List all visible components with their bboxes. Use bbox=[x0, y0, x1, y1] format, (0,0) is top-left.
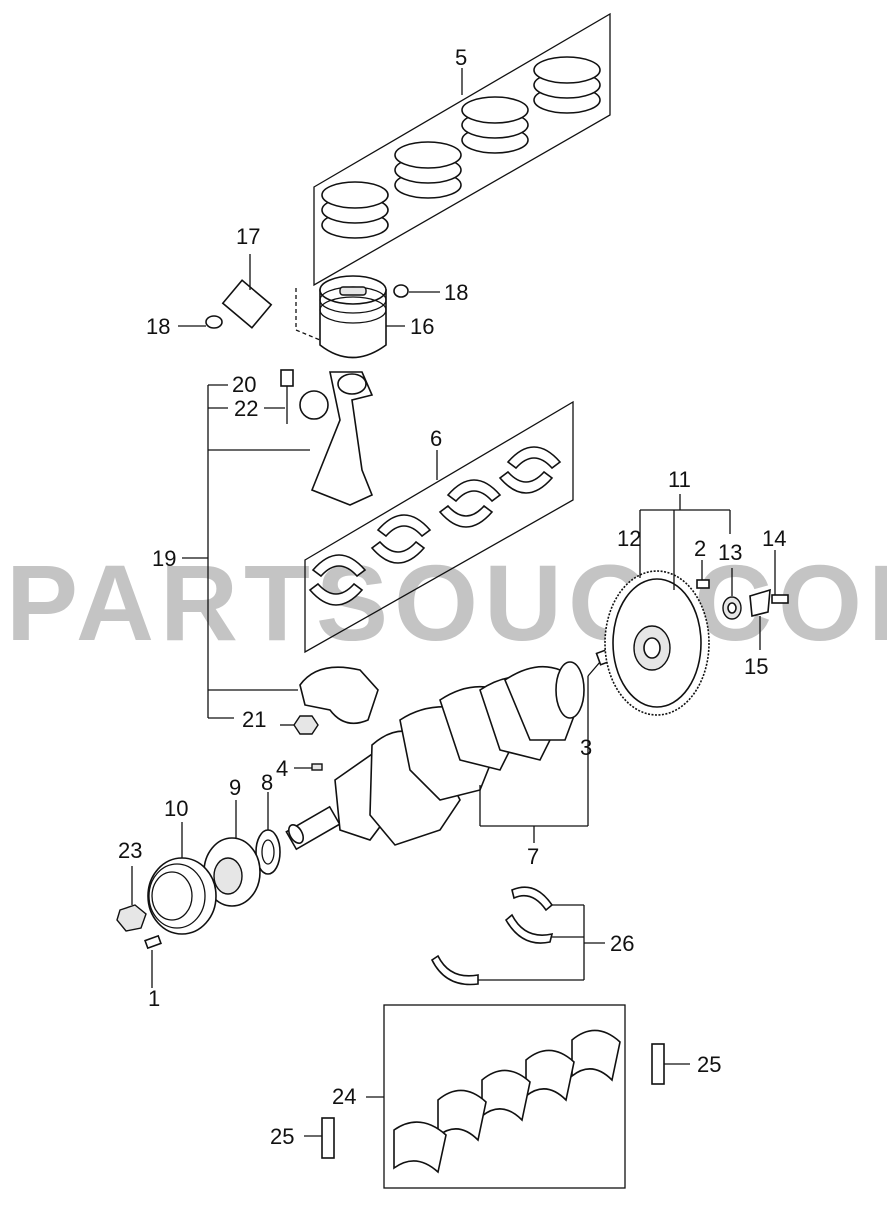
piston-pin-clips bbox=[178, 284, 440, 329]
callout-26[interactable]: 26 bbox=[610, 931, 634, 956]
piston-ring-group-3 bbox=[461, 96, 529, 154]
callout-21[interactable]: 21 bbox=[242, 707, 266, 732]
conrod-bearing-set bbox=[304, 400, 574, 654]
callout-25-right[interactable]: 25 bbox=[697, 1052, 721, 1077]
piston-ring-group-4 bbox=[533, 56, 601, 114]
callout-14[interactable]: 14 bbox=[762, 526, 786, 551]
piston-ring-set bbox=[313, 12, 611, 287]
callout-9[interactable]: 9 bbox=[229, 775, 241, 800]
callout-6[interactable]: 6 bbox=[430, 426, 442, 451]
callout-7[interactable]: 7 bbox=[527, 844, 539, 869]
callout-11[interactable]: 11 bbox=[668, 467, 691, 492]
main-bearing-set bbox=[366, 1004, 626, 1189]
callout-25-left[interactable]: 25 bbox=[270, 1124, 294, 1149]
bearing-shell-row-upper bbox=[311, 446, 562, 578]
callout-22[interactable]: 22 bbox=[234, 396, 258, 421]
crankshaft bbox=[285, 646, 619, 851]
callout-24[interactable]: 24 bbox=[332, 1084, 356, 1109]
callout-2[interactable]: 2 bbox=[694, 536, 706, 561]
callout-18-right[interactable]: 18 bbox=[444, 280, 468, 305]
piston-ring-group-2 bbox=[394, 141, 462, 199]
callout-4[interactable]: 4 bbox=[276, 756, 288, 781]
thrust-washers bbox=[430, 886, 605, 986]
callout-10[interactable]: 10 bbox=[164, 796, 188, 821]
callout-15[interactable]: 15 bbox=[744, 654, 768, 679]
main-bearing-shells bbox=[393, 1029, 621, 1174]
callout-17[interactable]: 17 bbox=[236, 224, 260, 249]
callout-12[interactable]: 12 bbox=[617, 526, 641, 551]
flywheel-assembly bbox=[604, 494, 789, 716]
connecting-rod bbox=[182, 369, 379, 735]
bearing-shell-row-lower bbox=[308, 470, 554, 606]
callout-18-left[interactable]: 18 bbox=[146, 314, 170, 339]
callout-3[interactable]: 3 bbox=[580, 735, 592, 760]
callout-13[interactable]: 13 bbox=[718, 540, 742, 565]
callout-23[interactable]: 23 bbox=[118, 838, 142, 863]
callout-8[interactable]: 8 bbox=[261, 770, 273, 795]
front-pulley-assembly bbox=[116, 792, 281, 988]
callout-19[interactable]: 19 bbox=[152, 546, 176, 571]
bearing-keys bbox=[304, 1043, 690, 1159]
piston-ring-group-1 bbox=[321, 181, 389, 239]
callout-5[interactable]: 5 bbox=[455, 45, 467, 70]
callout-1[interactable]: 1 bbox=[148, 986, 160, 1011]
callout-20[interactable]: 20 bbox=[232, 372, 256, 397]
piston-pin bbox=[221, 254, 273, 329]
callout-16[interactable]: 16 bbox=[410, 314, 434, 339]
piston bbox=[295, 275, 405, 359]
